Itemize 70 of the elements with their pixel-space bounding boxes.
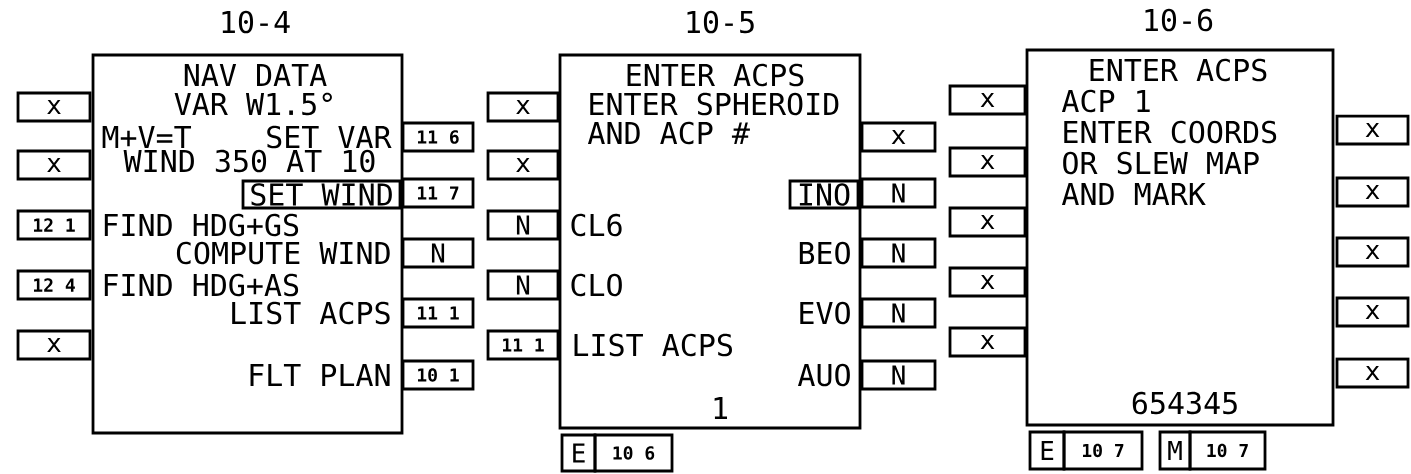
screen-label: ENTER ACPS <box>1090 58 1267 82</box>
screen-label: FIND HDG+AS <box>104 273 299 297</box>
soft-key: x <box>948 326 1027 358</box>
screen-label: COMPUTE WIND <box>176 241 390 265</box>
soft-key: x <box>16 329 92 361</box>
screen-label: ENTER SPHEROID <box>590 92 839 116</box>
soft-key: E <box>1028 430 1066 471</box>
screen-label: AUO <box>797 363 850 387</box>
highlight-box: INO <box>788 179 860 210</box>
soft-key: 12 1 <box>16 209 92 241</box>
screen-label: FIND HDG+GS <box>104 213 299 237</box>
screen-label: CL6 <box>571 213 622 237</box>
soft-key: x <box>948 146 1027 178</box>
soft-key: N <box>860 359 937 391</box>
screen-label: WIND 350 AT 10 <box>123 149 375 173</box>
soft-key: x <box>948 206 1027 238</box>
soft-key: x <box>948 266 1027 298</box>
screen-label: LIST ACPS <box>574 333 732 357</box>
soft-key: x <box>1335 357 1410 389</box>
soft-key: N <box>860 297 937 329</box>
soft-key: x <box>1335 176 1410 208</box>
soft-key: N <box>486 269 560 301</box>
display-screen <box>1025 8 1335 427</box>
soft-key: 11 1 <box>401 297 475 329</box>
screen-title: 10-6 <box>1145 8 1213 32</box>
screen-label: ENTER ACPS <box>627 63 804 87</box>
screen-label: 1 <box>714 397 727 419</box>
screen-label: AND MARK <box>1061 183 1206 205</box>
soft-key: x <box>16 91 92 123</box>
soft-key: N <box>486 209 560 241</box>
display-screen <box>91 10 404 435</box>
soft-key: M <box>1158 430 1192 471</box>
screen-label: BEO <box>799 241 850 265</box>
display-screen <box>558 10 862 430</box>
soft-key: N <box>401 237 475 269</box>
screen-label: M+V=T <box>102 126 192 148</box>
soft-key: x <box>486 149 560 181</box>
soft-key: x <box>1335 114 1410 146</box>
soft-key: 10 7 <box>1188 430 1267 471</box>
screen-label: CLO <box>571 273 622 297</box>
screen-label: ENTER COORDS <box>1064 120 1277 144</box>
screen-title: 10-5 <box>687 10 754 34</box>
screen-label: OR SLEW MAP <box>1063 151 1259 175</box>
screen-label: FLT PLAN <box>250 364 390 386</box>
soft-key: 12 4 <box>16 269 92 301</box>
soft-key: x <box>860 121 937 153</box>
soft-key: x <box>16 149 92 181</box>
soft-key: x <box>1335 236 1410 268</box>
soft-key: N <box>860 237 937 269</box>
soft-key: x <box>486 91 560 123</box>
screen-label: VAR W1.5° <box>174 92 332 116</box>
screen-label: SET VAR <box>267 125 392 149</box>
screen-label: ACP 1 <box>1061 89 1150 113</box>
soft-key: 10 7 <box>1062 430 1144 471</box>
soft-key: x <box>948 84 1027 116</box>
soft-key: 11 7 <box>401 177 475 209</box>
soft-key: 10 6 <box>593 433 674 473</box>
screen-label: 654345 <box>1132 391 1237 415</box>
soft-key: 11 1 <box>486 329 560 361</box>
soft-key: E <box>560 433 597 473</box>
highlight-box: SET WIND <box>241 179 402 210</box>
soft-key: 11 6 <box>401 121 475 153</box>
screen-label: LIST ACPS <box>232 301 390 325</box>
soft-key: N <box>860 177 937 209</box>
soft-key: x <box>1335 296 1410 328</box>
screen-label: NAV DATA <box>184 64 327 86</box>
soft-key: 10 1 <box>401 359 475 391</box>
screen-label: AND ACP # <box>587 121 750 145</box>
screen-title: 10-4 <box>222 10 290 34</box>
screen-label: EVO <box>800 301 850 325</box>
